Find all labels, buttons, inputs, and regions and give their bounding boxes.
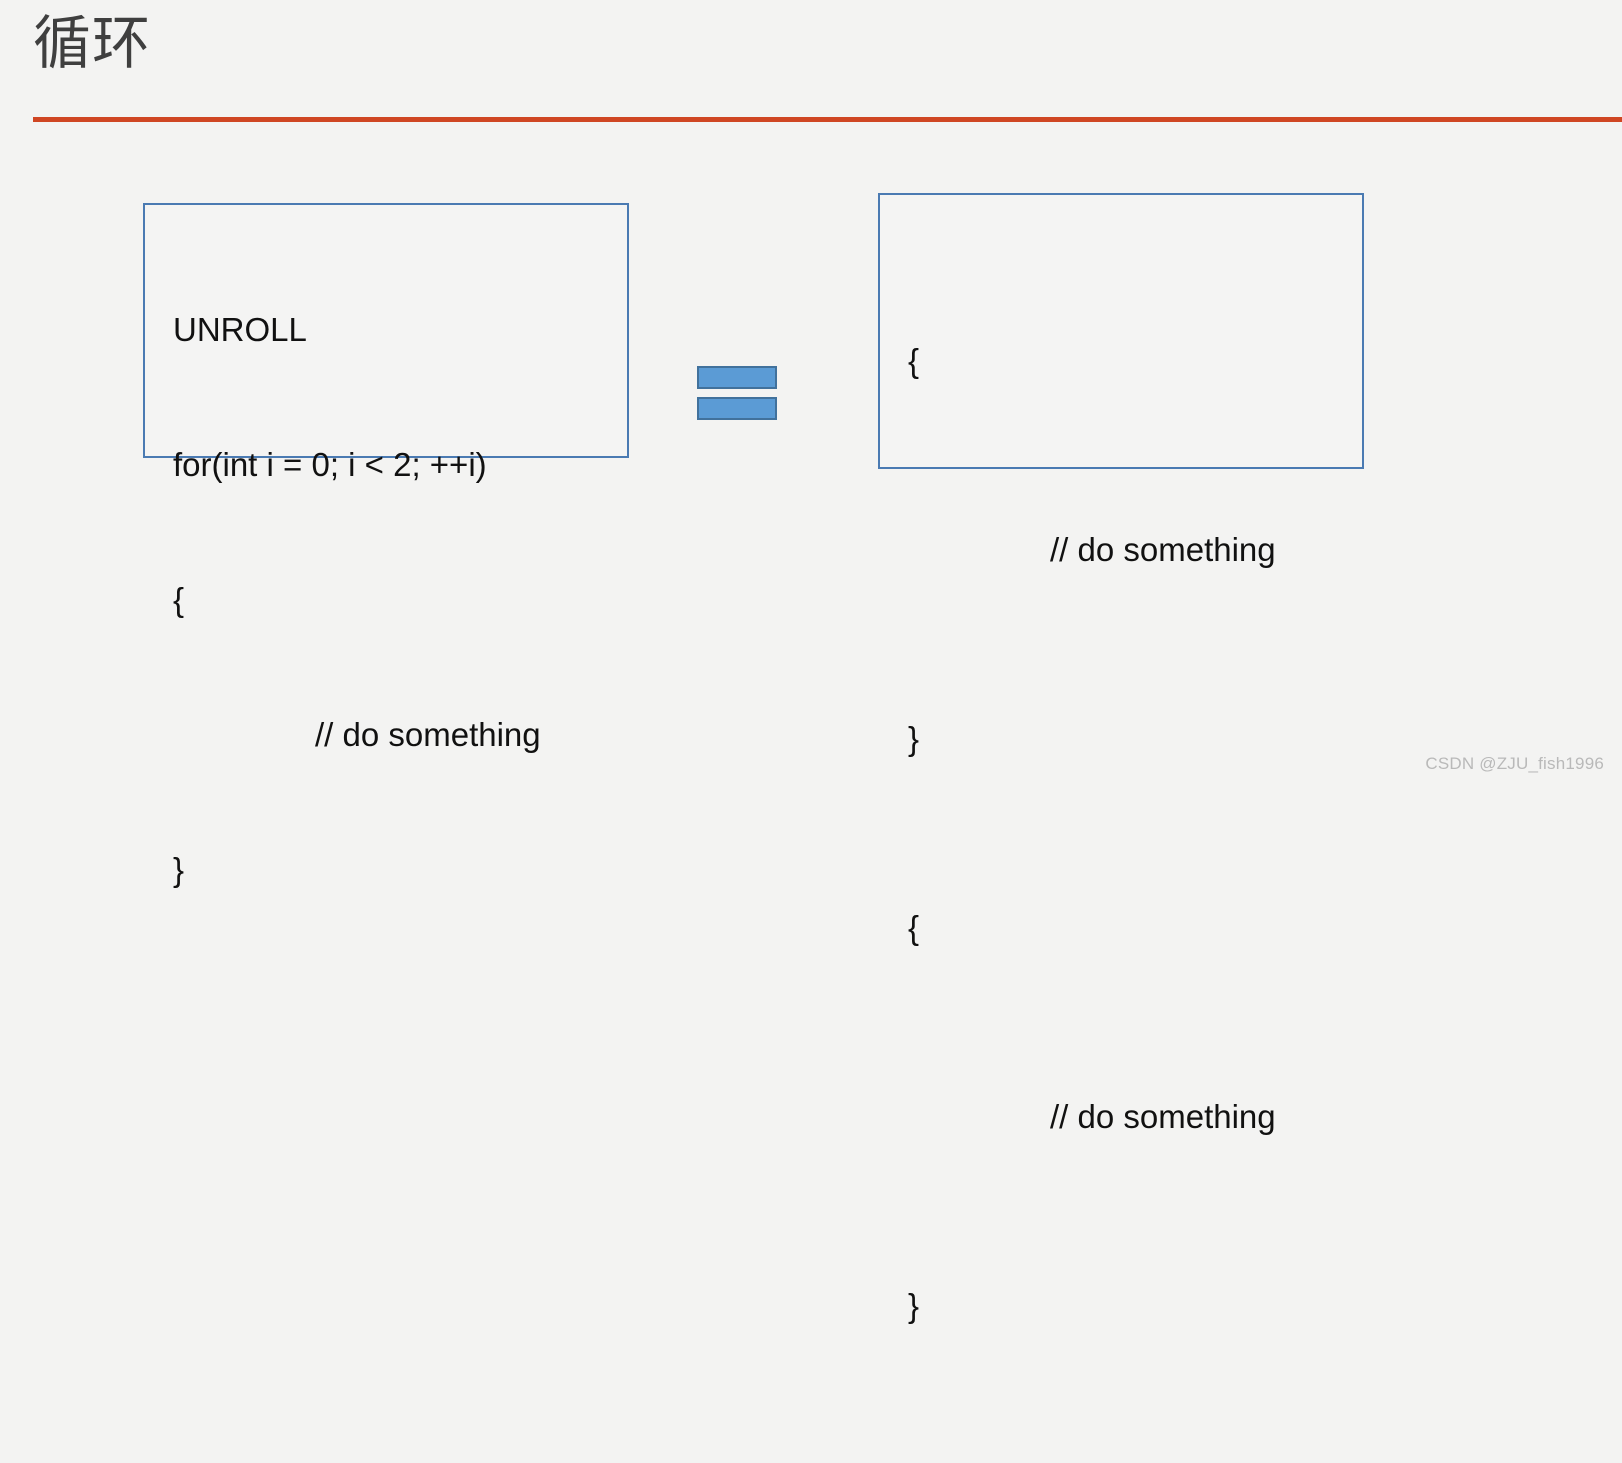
code-line: // do something xyxy=(1050,1098,1276,1135)
code-line: } xyxy=(908,720,920,757)
equals-bar-top xyxy=(697,366,777,389)
equals-sign-shape xyxy=(697,366,777,420)
code-line: { xyxy=(908,909,920,946)
csdn-watermark: CSDN @ZJU_fish1996 xyxy=(1425,754,1604,773)
code-line: } xyxy=(908,1287,920,1324)
code-box-rolled-loop: UNROLL for(int i = 0; i < 2; ++i) { // d… xyxy=(143,203,629,888)
code-line: for(int i = 0; i < 2; ++i) xyxy=(173,446,487,483)
code-text-left: UNROLL for(int i = 0; i < 2; ++i) { // d… xyxy=(173,217,621,982)
code-text-right: { // do something } { // do something } xyxy=(908,203,1356,1463)
code-box-unrolled-loop: { // do something } { // do something } xyxy=(878,193,1364,1324)
page-title: 循环 xyxy=(33,11,152,76)
code-line: { xyxy=(173,581,185,618)
code-line: { xyxy=(908,342,920,379)
slide-canvas: 循环 UNROLL for(int i = 0; i < 2; ++i) { /… xyxy=(33,11,1622,1324)
code-line: // do something xyxy=(315,716,541,753)
code-line: } xyxy=(173,851,185,888)
code-line: UNROLL xyxy=(173,311,307,348)
equals-bar-bottom xyxy=(697,397,777,420)
code-line: // do something xyxy=(1050,531,1276,568)
title-underline-rule xyxy=(33,117,1622,122)
title-block: 循环 xyxy=(33,11,1622,122)
